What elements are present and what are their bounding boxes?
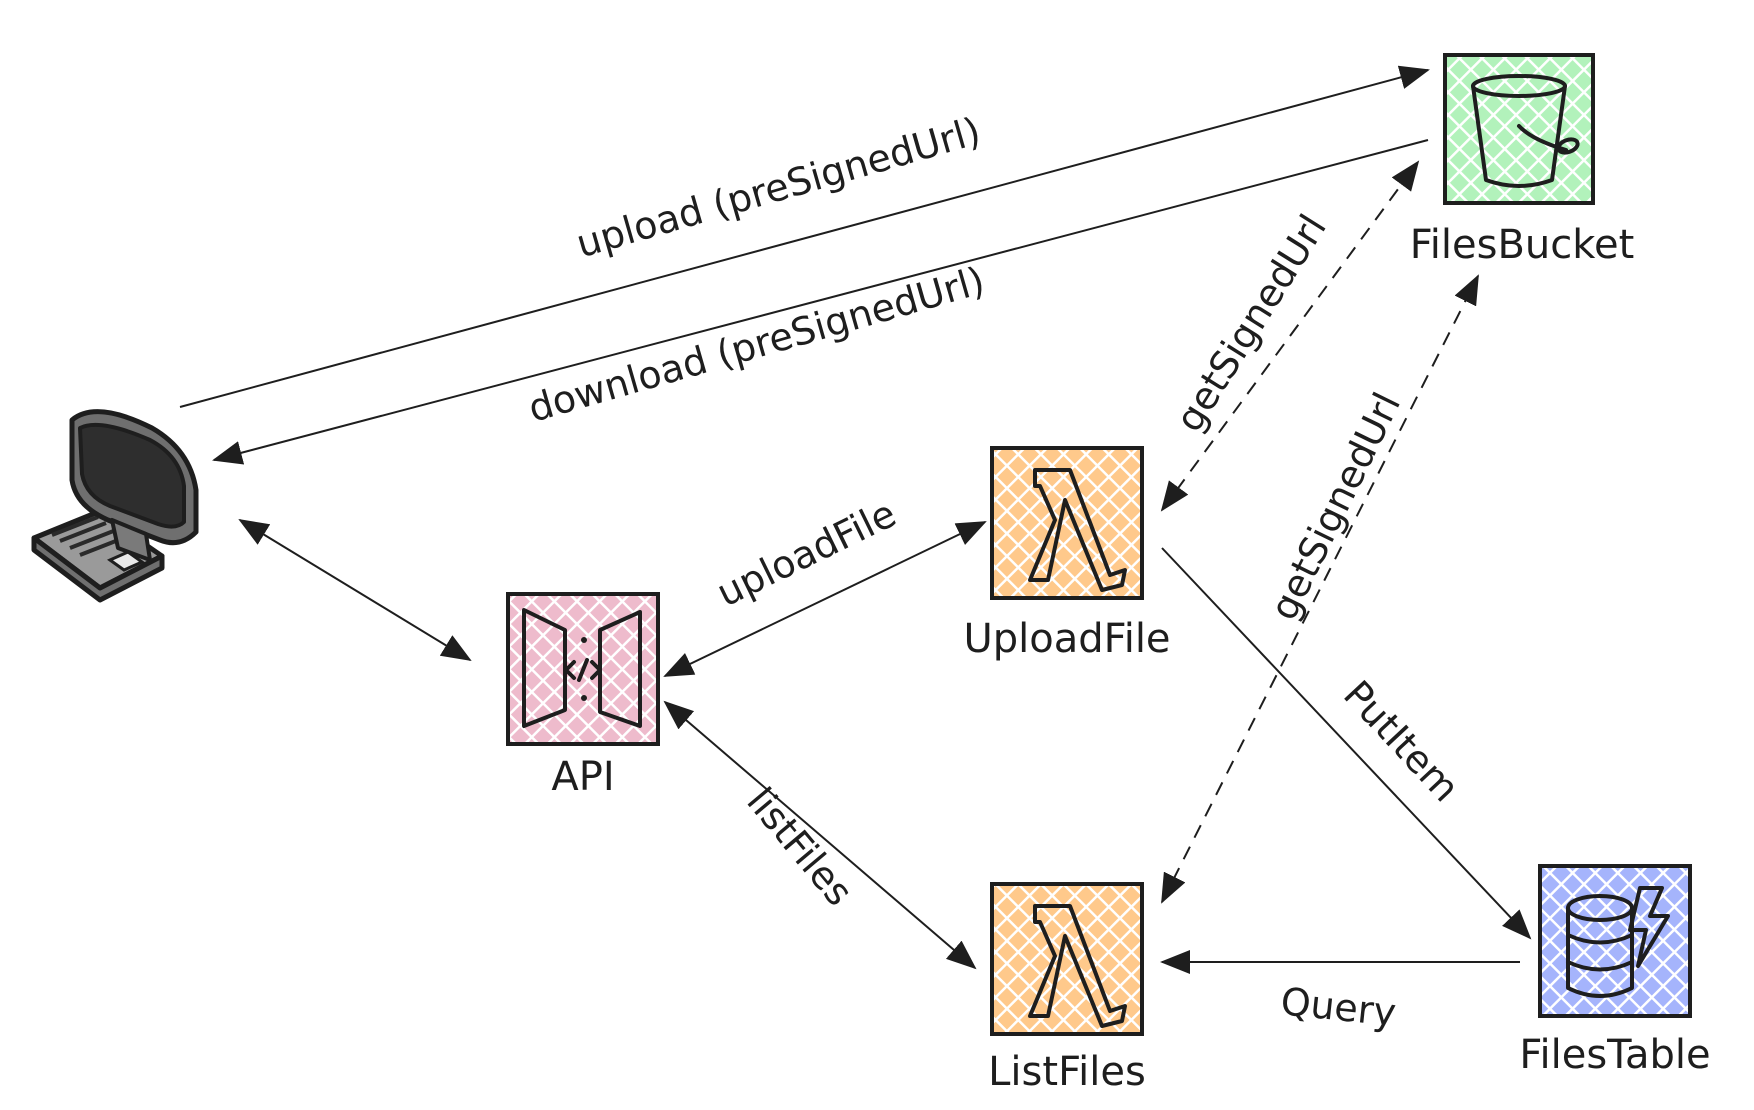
node-files-bucket [1443,53,1595,205]
edge-upload [179,65,1430,408]
edge-label-get-signed-url-list: getSignedUrl [1261,386,1409,627]
node-label-files-table: FilesTable [1519,1032,1710,1078]
node-label-api: API [551,754,614,800]
edge-label-upload: upload (preSignedUrl) [572,109,986,266]
edge-client-api [238,518,472,662]
node-upload-file [990,446,1144,600]
node-api [506,592,660,746]
edge-list-files [663,700,977,970]
dynamodb-icon [1566,886,1670,998]
node-label-upload-file: UploadFile [963,616,1170,662]
edge-upload-file [663,521,987,677]
s3-bucket-icon [1471,74,1580,188]
edge-label-put-item: PutItem [1335,672,1468,810]
node-label-list-files: ListFiles [988,1049,1146,1095]
lambda-icon [1028,468,1127,592]
edge-put-item [1161,547,1532,940]
api-gateway-icon [522,608,642,728]
edge-label-list-files: listFiles [738,779,861,914]
edge-get-signed-url-list [1161,274,1479,904]
edge-label-get-signed-url-upload: getSignedUrl [1167,207,1335,440]
node-label-files-bucket: FilesBucket [1410,222,1635,268]
edge-label-query: Query [1279,979,1398,1035]
computer-icon [31,409,199,603]
edge-label-download: download (preSignedUrl) [523,258,989,430]
node-list-files [990,882,1144,1036]
lambda-icon [1028,904,1127,1028]
node-files-table [1538,864,1692,1018]
edge-label-upload-file: uploadFile [710,491,903,615]
